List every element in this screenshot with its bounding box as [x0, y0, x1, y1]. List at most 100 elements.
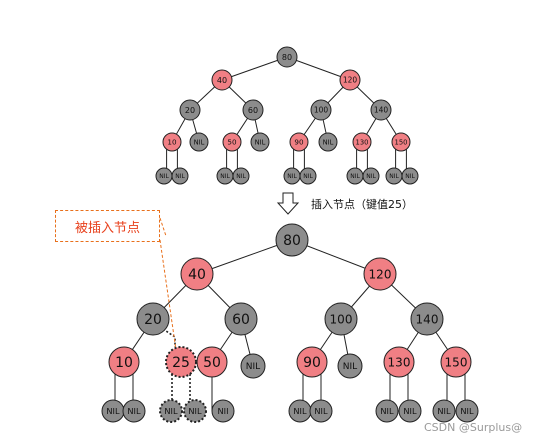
nil-node: NIL	[122, 399, 146, 423]
node-label: 80	[282, 53, 292, 62]
nil-node: NIL	[240, 353, 266, 379]
node-label: NIL	[303, 173, 313, 180]
tree-node-130: 130	[352, 132, 372, 152]
nil-node: NIL	[401, 167, 419, 185]
node-circle	[165, 346, 197, 378]
nil-node: NIL	[159, 399, 183, 423]
node-circle	[189, 132, 209, 152]
node-label: 60	[248, 106, 258, 115]
node-label: NIL	[366, 173, 376, 180]
node-circle	[242, 99, 264, 121]
node-circle	[162, 132, 182, 152]
node-circle	[159, 399, 183, 423]
node-label: 120	[369, 267, 392, 281]
node-circle	[250, 132, 270, 152]
node-circle	[363, 257, 397, 291]
nil-node: NIL	[309, 399, 333, 423]
node-circle	[410, 302, 444, 336]
tree-node-20: 20	[179, 99, 201, 121]
nil-node: NIL	[337, 353, 363, 379]
node-label: NIL	[220, 173, 230, 180]
node-circle	[211, 69, 233, 91]
node-circle	[122, 399, 146, 423]
node-label: 140	[416, 312, 439, 326]
nil-node: NIL	[385, 167, 403, 185]
tree-node-10: 10	[162, 132, 182, 152]
tree-node-120: 120	[339, 69, 361, 91]
tree-node-60: 60	[224, 302, 258, 336]
tree-node-90: 90	[296, 346, 328, 378]
extras-layer	[159, 192, 300, 351]
node-label: NIL	[403, 406, 417, 416]
node-circle	[171, 167, 189, 185]
node-label: NIL	[343, 362, 357, 372]
nil-node: NIL	[155, 167, 173, 185]
nil-node: NIL	[318, 132, 338, 152]
watermark: CSDN @Surplus@	[424, 421, 523, 434]
node-circle	[324, 302, 358, 336]
insert-arrow-caption: 插入节点（键值25）	[311, 198, 413, 211]
node-label: NIL	[246, 362, 260, 372]
node-label: NIL	[255, 138, 266, 146]
node-label: 40	[217, 76, 227, 85]
node-label: NIL	[159, 173, 169, 180]
nil-node: NIL	[432, 399, 456, 423]
node-label: 130	[388, 355, 411, 369]
node-label: 50	[203, 355, 221, 371]
node-label: 100	[330, 312, 353, 326]
tree-node-50: 50	[222, 132, 242, 152]
node-circle	[370, 99, 392, 121]
inserted-node-callout: 被插入节点	[55, 210, 160, 242]
node-label: NIL	[175, 173, 185, 180]
nil-node: NIL	[183, 399, 207, 423]
node-label: NIL	[323, 138, 334, 146]
tree-edge	[286, 56, 351, 81]
nil-node: NIL	[171, 167, 189, 185]
tree-node-140: 140	[410, 302, 444, 336]
node-circle	[309, 399, 333, 423]
node-circle	[383, 346, 415, 378]
node-circle	[222, 132, 242, 152]
node-label: 50	[227, 138, 237, 147]
node-circle	[299, 167, 317, 185]
inserted-edge	[162, 328, 176, 347]
node-circle	[179, 99, 201, 121]
tree-node-150: 150	[391, 132, 411, 152]
tree-edge	[221, 56, 288, 81]
tree-node-130: 130	[383, 346, 415, 378]
node-label: NIL	[405, 173, 415, 180]
tree-node-120: 120	[363, 257, 397, 291]
tree-node-20: 20	[136, 302, 170, 336]
node-label: NIL	[188, 406, 202, 416]
nil-node: NIL	[232, 167, 250, 185]
node-circle	[398, 399, 422, 423]
node-circle	[375, 399, 399, 423]
node-label: 20	[185, 106, 195, 115]
nil-node: NIL	[398, 399, 422, 423]
node-label: 10	[167, 138, 177, 147]
node-label: NIL	[164, 406, 178, 416]
node-label: 20	[144, 312, 162, 328]
node-circle	[136, 302, 170, 336]
node-circle	[339, 69, 361, 91]
nil-node: NII	[211, 399, 235, 423]
node-label: NII	[217, 406, 228, 416]
nil-node: NIL	[216, 167, 234, 185]
node-label: 150	[445, 355, 468, 369]
tree-node-50: 50	[196, 346, 228, 378]
nil-node: NIL	[189, 132, 209, 152]
node-circle	[318, 132, 338, 152]
node-label: NIL	[127, 406, 141, 416]
node-label: 100	[314, 106, 329, 115]
nil-node: NIL	[250, 132, 270, 152]
node-circle	[401, 167, 419, 185]
tree-edge	[196, 239, 293, 275]
node-circle	[180, 257, 214, 291]
node-label: 40	[188, 267, 206, 283]
node-circle	[337, 353, 363, 379]
node-label: 25	[172, 355, 190, 371]
nil-node: NIL	[362, 167, 380, 185]
node-circle	[352, 132, 372, 152]
